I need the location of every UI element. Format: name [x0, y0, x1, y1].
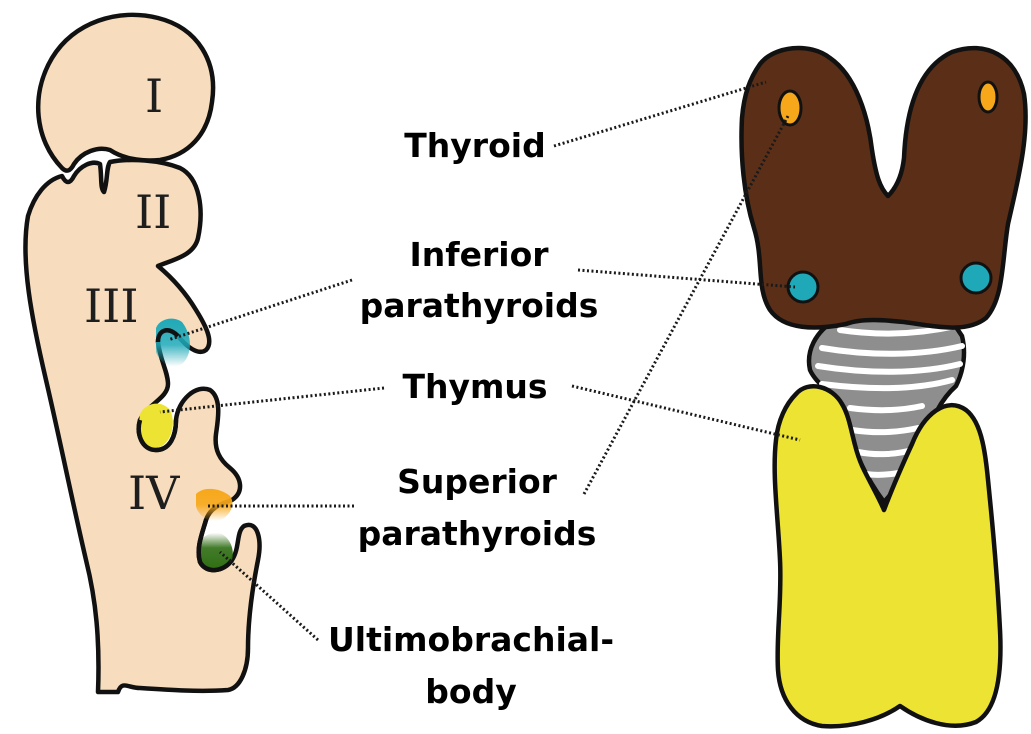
label-superior-line2: parathyroids [358, 514, 597, 553]
label-ultimobrachial-line2: body [425, 672, 516, 711]
adult-neck-organs [742, 48, 1026, 726]
arch-label-two: II [135, 185, 171, 239]
leader-thymus-to-organ [572, 386, 800, 440]
label-ultimobrachial-line1: Ultimobrachial- [328, 620, 614, 659]
leader-superior-to-gland [584, 116, 788, 494]
label-thymus: Thymus [402, 367, 547, 406]
superior-parathyroid-right [979, 82, 997, 112]
label-inferior-line2: parathyroids [360, 286, 599, 325]
superior-parathyroid-left [779, 91, 801, 125]
leader-thyroid [554, 82, 766, 146]
label-inferior-line1: Inferior [409, 235, 549, 274]
inferior-parathyroid-right [961, 263, 991, 293]
arch-label-one: I [145, 69, 163, 123]
arch-label-three: III [84, 279, 139, 333]
label-superior-line1: Superior [397, 462, 558, 501]
pharyngeal-embryo: I II III IV [25, 15, 259, 692]
arch-label-four: IV [128, 466, 180, 520]
label-thyroid: Thyroid [404, 126, 545, 165]
structure-labels: Thyroid Inferior parathyroids Thymus Sup… [328, 126, 614, 711]
inferior-parathyroid-left [788, 272, 818, 302]
arch-one-shape [38, 15, 213, 171]
